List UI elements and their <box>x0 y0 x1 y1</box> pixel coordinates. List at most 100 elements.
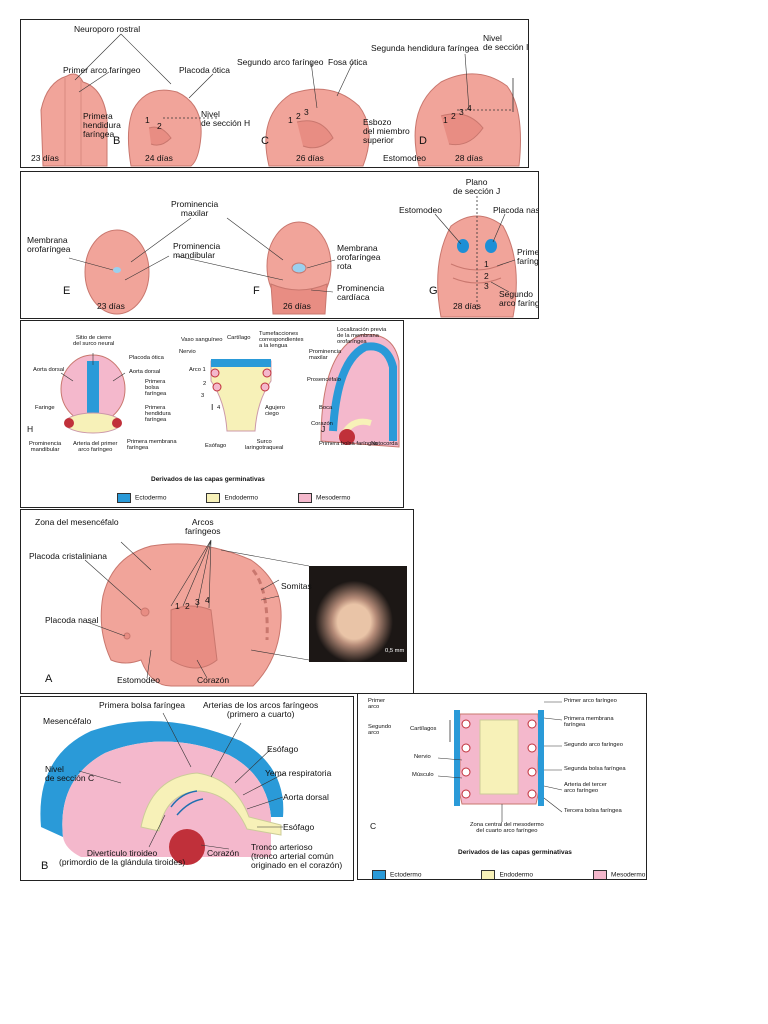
label-arterias: Arterias de los arcos faríngeos (primero… <box>203 700 319 719</box>
letter-j: J <box>321 424 326 434</box>
label-esofago-1: Esófago <box>267 744 299 754</box>
days-23: 23 días <box>31 153 59 163</box>
num-c2: 2 <box>296 111 301 121</box>
mesodermo-swatch <box>593 870 608 879</box>
panel-stages-lateral: Neuroporo rostral Primer arco faríngeo P… <box>20 19 529 168</box>
num-g3: 3 <box>484 281 489 291</box>
label-nivel-c: Nivel de sección C <box>45 764 95 783</box>
label-neuroporo: Neuroporo rostral <box>74 24 141 34</box>
legend-endodermo: Endodermo <box>206 493 258 503</box>
label-placoda-cristaliniana: Placoda cristaliniana <box>29 551 107 561</box>
legend-label: Endodermo <box>224 494 259 502</box>
label-primera-membrana: Primera membrana faríngea <box>564 716 614 729</box>
letter-b: B <box>41 860 49 872</box>
label-aorta-dorsal-left: Aorta dorsal <box>33 367 65 373</box>
label-membrana-rota: Membrana orofaríngea rota <box>337 243 381 271</box>
label-faringe: Faringe <box>35 405 55 411</box>
label-segunda-hendidura: Segunda hendidura faríngea <box>371 43 479 53</box>
letter-e: E <box>63 285 71 297</box>
label-nervio: Nervio <box>414 754 431 760</box>
label-primera-hendidura: Primera hendidura faríngea <box>145 405 171 424</box>
label-segundo-arco-faringeo: Segundo arco faríngeo <box>564 742 623 748</box>
label-placoda-otica: Placoda ótica <box>179 65 231 75</box>
label-fosa-otica: Fosa ótica <box>328 57 368 67</box>
label-tronco-arterioso: Tronco arterioso (tronco arterial común … <box>251 842 343 870</box>
label-arteria-tercer: Arteria del tercer arco faríngeo <box>564 782 607 795</box>
label-vaso-sanguineo: Vaso sanguíneo <box>181 337 223 343</box>
label-primer-arco: Primer arco faríngeo <box>517 247 539 266</box>
label-primera-bolsa: Primera bolsa faríngea <box>145 379 167 398</box>
legend-title: Derivados de las capas germinativas <box>151 476 265 483</box>
panel3-drawings <box>60 334 400 448</box>
label-nivel-h: Nivel de sección H <box>201 109 251 128</box>
label-esofago-2: Esófago <box>283 822 315 832</box>
days-26: 26 días <box>283 301 311 311</box>
num-b1: 1 <box>145 115 150 125</box>
label-placoda-nasal: Placoda nasal <box>45 615 99 625</box>
panel1-drawings <box>40 33 521 167</box>
label-prominencia-mandibular: Prominencia mandibular <box>29 441 62 454</box>
panel4-drawings <box>84 539 310 687</box>
ectodermo-swatch <box>117 493 131 503</box>
label-estomodeo: Estomodeo <box>399 205 442 215</box>
ectodermo-swatch <box>372 870 386 879</box>
label-nervio: Nervio <box>179 349 196 355</box>
legend-label: Ectodermo <box>135 494 167 502</box>
num-d4: 4 <box>467 103 472 113</box>
label-corazon: Corazón <box>207 848 240 858</box>
legend-mesodermo: Mesodermo <box>593 870 646 879</box>
legend-mesodermo: Mesodermo <box>298 493 350 503</box>
label-cartilago: Cartílago <box>227 335 251 341</box>
label-primera-hendidura: Primera hendidura faríngea <box>83 111 121 139</box>
label-primera-bolsa: Primera bolsa faríngea <box>99 700 185 710</box>
panel-stages-frontal: Prominencia maxilar Membrana orofaríngea… <box>20 171 539 319</box>
label-scale: 0,5 mm <box>385 648 405 654</box>
label-tercera-bolsa: Tercera bolsa faríngea <box>564 808 622 814</box>
label-diverticulo: Divertículo tiroideo (primordio de la gl… <box>59 848 186 867</box>
num-g2: 2 <box>484 271 489 281</box>
letter-b: B <box>113 135 121 147</box>
mesodermo-swatch <box>298 493 313 503</box>
label-placoda-nasal: Placoda nasal <box>493 205 538 215</box>
panel-embryo-lateral: 0,5 mm Zona del mesencéfalo Arcos faríng… <box>20 509 414 694</box>
label-zona-mesencefalo: Zona del mesencéfalo <box>35 517 119 527</box>
label-agujero-ciego: Agujero ciego <box>265 405 285 418</box>
legend-label: Endodermo <box>499 871 534 879</box>
days-23: 23 días <box>97 301 125 311</box>
label-primera-membrana: Primera membrana faríngea <box>127 439 177 452</box>
panel-sagittal-b: Primera bolsa faríngea Arterias de los a… <box>20 696 354 881</box>
label-aorta-dorsal: Aorta dorsal <box>283 792 329 802</box>
label-arteria-primer-arco: Arteria del primer arco faríngeo <box>73 441 118 454</box>
label-prominencia-maxilar: Prominencia maxilar <box>309 349 342 362</box>
num-c3: 3 <box>304 107 309 117</box>
num-a4: 4 <box>205 595 210 605</box>
label-estomodeo: Estomodeo <box>383 153 426 163</box>
embryo-photo <box>309 566 407 662</box>
panel6-drawings <box>437 701 563 822</box>
label-localizacion: Localización previa de la membrana orofa… <box>337 327 387 346</box>
label-zona-central: Zona central del mesodermo del cuarto ar… <box>470 822 544 835</box>
legend-label: Mesodermo <box>611 871 646 879</box>
label-notocorda: Notocorda <box>371 441 398 447</box>
legend-ectodermo: Ectodermo <box>117 493 166 503</box>
letter-g: G <box>429 285 438 297</box>
legend-endodermo: Endodermo <box>481 870 534 879</box>
legend-ectodermo: Ectodermo <box>372 870 421 879</box>
num-i4: 4 <box>217 405 221 411</box>
legend: Ectodermo Endodermo Mesodermo <box>372 870 646 879</box>
letter-a: A <box>45 673 53 685</box>
label-nivel-i: Nivel de sección I <box>483 33 529 52</box>
panel5-drawings <box>40 712 286 865</box>
label-primer-arco: Primer arco faríngeo <box>63 65 141 75</box>
label-surco-laringotraqueal: Surco laringotraqueal <box>245 439 284 452</box>
label-corazon: Corazón <box>197 675 230 685</box>
days-24: 24 días <box>145 153 173 163</box>
num-a1: 1 <box>175 601 180 611</box>
panel-section-c: Primer arco Segundo arco Cartílagos Nerv… <box>357 693 647 880</box>
label-yema-respiratoria: Yema respiratoria <box>265 768 332 778</box>
label-segundo-arco: Segundo arco faríngeo <box>499 289 539 308</box>
label-estomodeo: Estomodeo <box>117 675 160 685</box>
num-d3: 3 <box>459 107 464 117</box>
label-mesencefalo: Mesencéfalo <box>43 716 92 726</box>
label-somitas: Somitas <box>281 581 312 591</box>
